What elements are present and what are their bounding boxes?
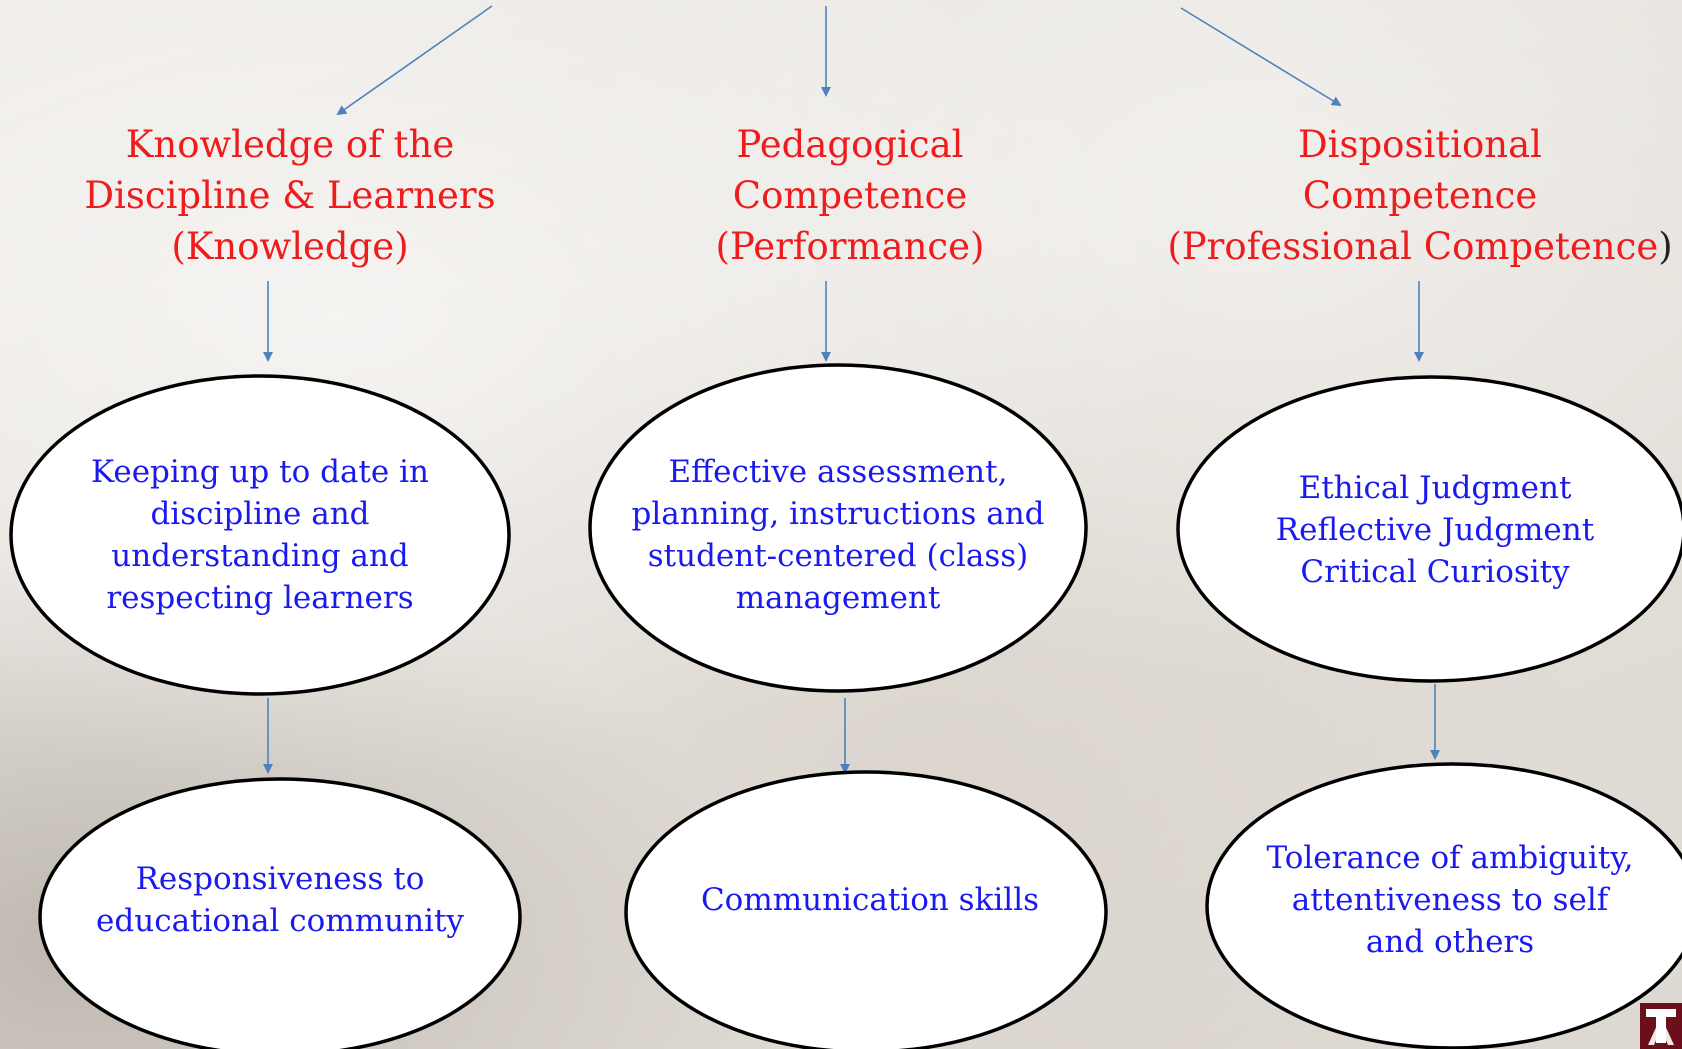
title-pedagogical: Pedagogical Competence (Performance) bbox=[715, 123, 985, 268]
title-dispositional-paren: ) bbox=[1658, 225, 1673, 268]
title-dispositional-text: Dispositional Competence (Professional C… bbox=[1167, 123, 1659, 268]
oval-knowledge-2 bbox=[38, 777, 522, 1049]
arrow-top-to-knowledge bbox=[336, 5, 493, 116]
oval-pedagogical-1-text: Effective assessment, planning, instruct… bbox=[631, 454, 1045, 616]
oval-knowledge-2-text: Responsiveness to educational community bbox=[96, 861, 464, 939]
arrow-top-to-dispositional bbox=[1180, 7, 1342, 107]
university-logo-icon bbox=[1640, 1003, 1682, 1049]
oval-pedagogical-1 bbox=[588, 363, 1088, 693]
oval-dispositional-2-text: Tolerance of ambiguity, attentiveness to… bbox=[1266, 840, 1634, 960]
oval-pedagogical-2-text: Communication skills bbox=[700, 882, 1040, 918]
oval-knowledge-1 bbox=[9, 374, 511, 696]
oval-dispositional-2 bbox=[1205, 762, 1682, 1049]
oval-dispositional-1 bbox=[1176, 375, 1682, 683]
title-knowledge: Knowledge of the Discipline & Learners (… bbox=[84, 123, 496, 268]
oval-knowledge-1-text: Keeping up to date in discipline and und… bbox=[91, 454, 429, 616]
title-dispositional: Dispositional Competence (Professional C… bbox=[1160, 119, 1680, 272]
oval-pedagogical-2 bbox=[624, 770, 1108, 1049]
oval-dispositional-1-text: Ethical Judgment Reflective Judgment Cri… bbox=[1275, 470, 1595, 590]
